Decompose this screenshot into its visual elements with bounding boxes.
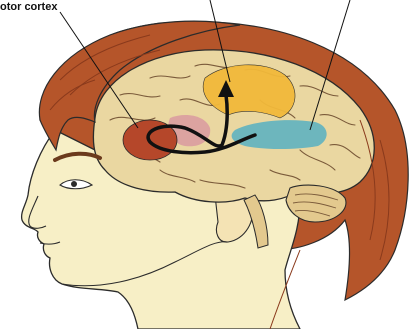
motor-cortex-label: otor cortex xyxy=(0,1,58,13)
iris xyxy=(71,181,77,187)
